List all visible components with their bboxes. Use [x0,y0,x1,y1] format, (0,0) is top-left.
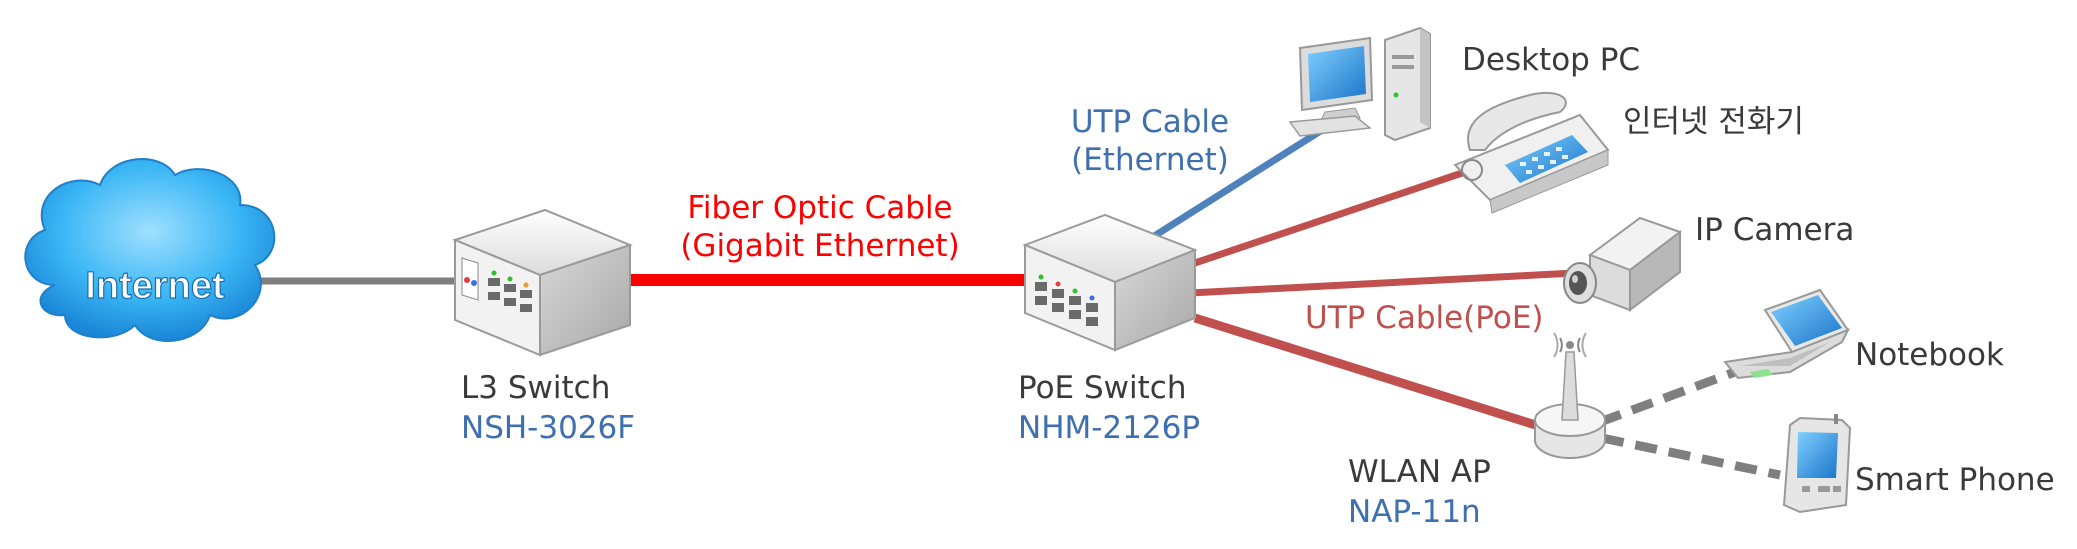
smartphone-label: Smart Phone [1855,462,2055,498]
poe-switch-model: NHM-2126P [1018,410,1200,446]
wlan-ap-model: NAP-11n [1348,494,1481,530]
desktop-pc-icon [1288,26,1431,142]
wireless-link-smartphone [1601,433,1781,480]
ip-phone-icon [1453,91,1610,214]
poe-cable-camera [1189,269,1576,297]
notebook-label: Notebook [1855,337,2004,373]
poe-cable-phone [1178,168,1467,272]
l3-switch-name: L3 Switch [461,370,610,406]
notebook-icon [1723,288,1851,380]
ip-phone-label: 인터넷 전화기 [1623,104,1804,140]
wireless-link-notebook [1598,367,1737,427]
utp-label-line1: UTP Cable [1071,104,1229,140]
ip-camera-icon [1563,216,1683,313]
poe-cable-label: UTP Cable(PoE) [1305,300,1544,336]
desktop-pc-label: Desktop PC [1462,42,1640,78]
internet-label: Internet [85,265,225,307]
wlan-ap-icon [1534,332,1606,459]
internet-cloud-icon [24,158,276,342]
poe-switch-icon [1022,213,1198,352]
l3-switch-model: NSH-3026F [461,410,635,446]
ip-camera-label: IP Camera [1695,212,1854,248]
wlan-ap-name: WLAN AP [1348,454,1491,490]
fiber-label-line1: Fiber Optic Cable [687,190,952,226]
fiber-label-line2: (Gigabit Ethernet) [680,228,959,264]
smartphone-icon [1782,414,1852,514]
poe-cable-ap [1193,313,1547,433]
poe-switch-name: PoE Switch [1018,370,1187,406]
utp-ethernet-cable [1138,122,1332,248]
l3-switch-icon [452,208,633,357]
utp-label-line2: (Ethernet) [1071,142,1229,178]
